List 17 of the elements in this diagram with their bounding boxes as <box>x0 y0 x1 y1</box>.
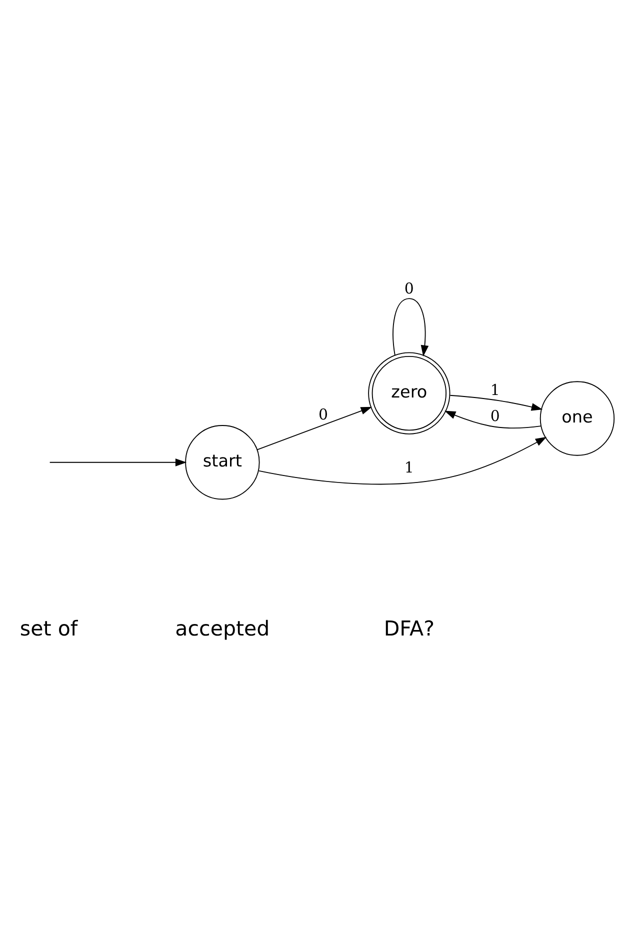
node-circle: zero <box>368 352 450 434</box>
node-circle: start <box>185 424 260 500</box>
arrow <box>392 298 429 356</box>
edge-label: 0 <box>490 406 500 425</box>
arrow <box>256 406 372 450</box>
label: set of <box>20 616 78 640</box>
label: DFA? <box>384 616 435 640</box>
node-circle: one <box>540 380 615 456</box>
arrow <box>258 436 547 484</box>
label: accepted <box>175 616 270 640</box>
arrow <box>450 394 543 410</box>
edge-label: 0 <box>318 404 328 423</box>
edge-label: 1 <box>490 380 500 398</box>
edge-label: 1 <box>404 458 414 476</box>
edge-label: 0 <box>404 279 414 298</box>
arrow <box>444 410 542 428</box>
arrow <box>49 458 187 466</box>
